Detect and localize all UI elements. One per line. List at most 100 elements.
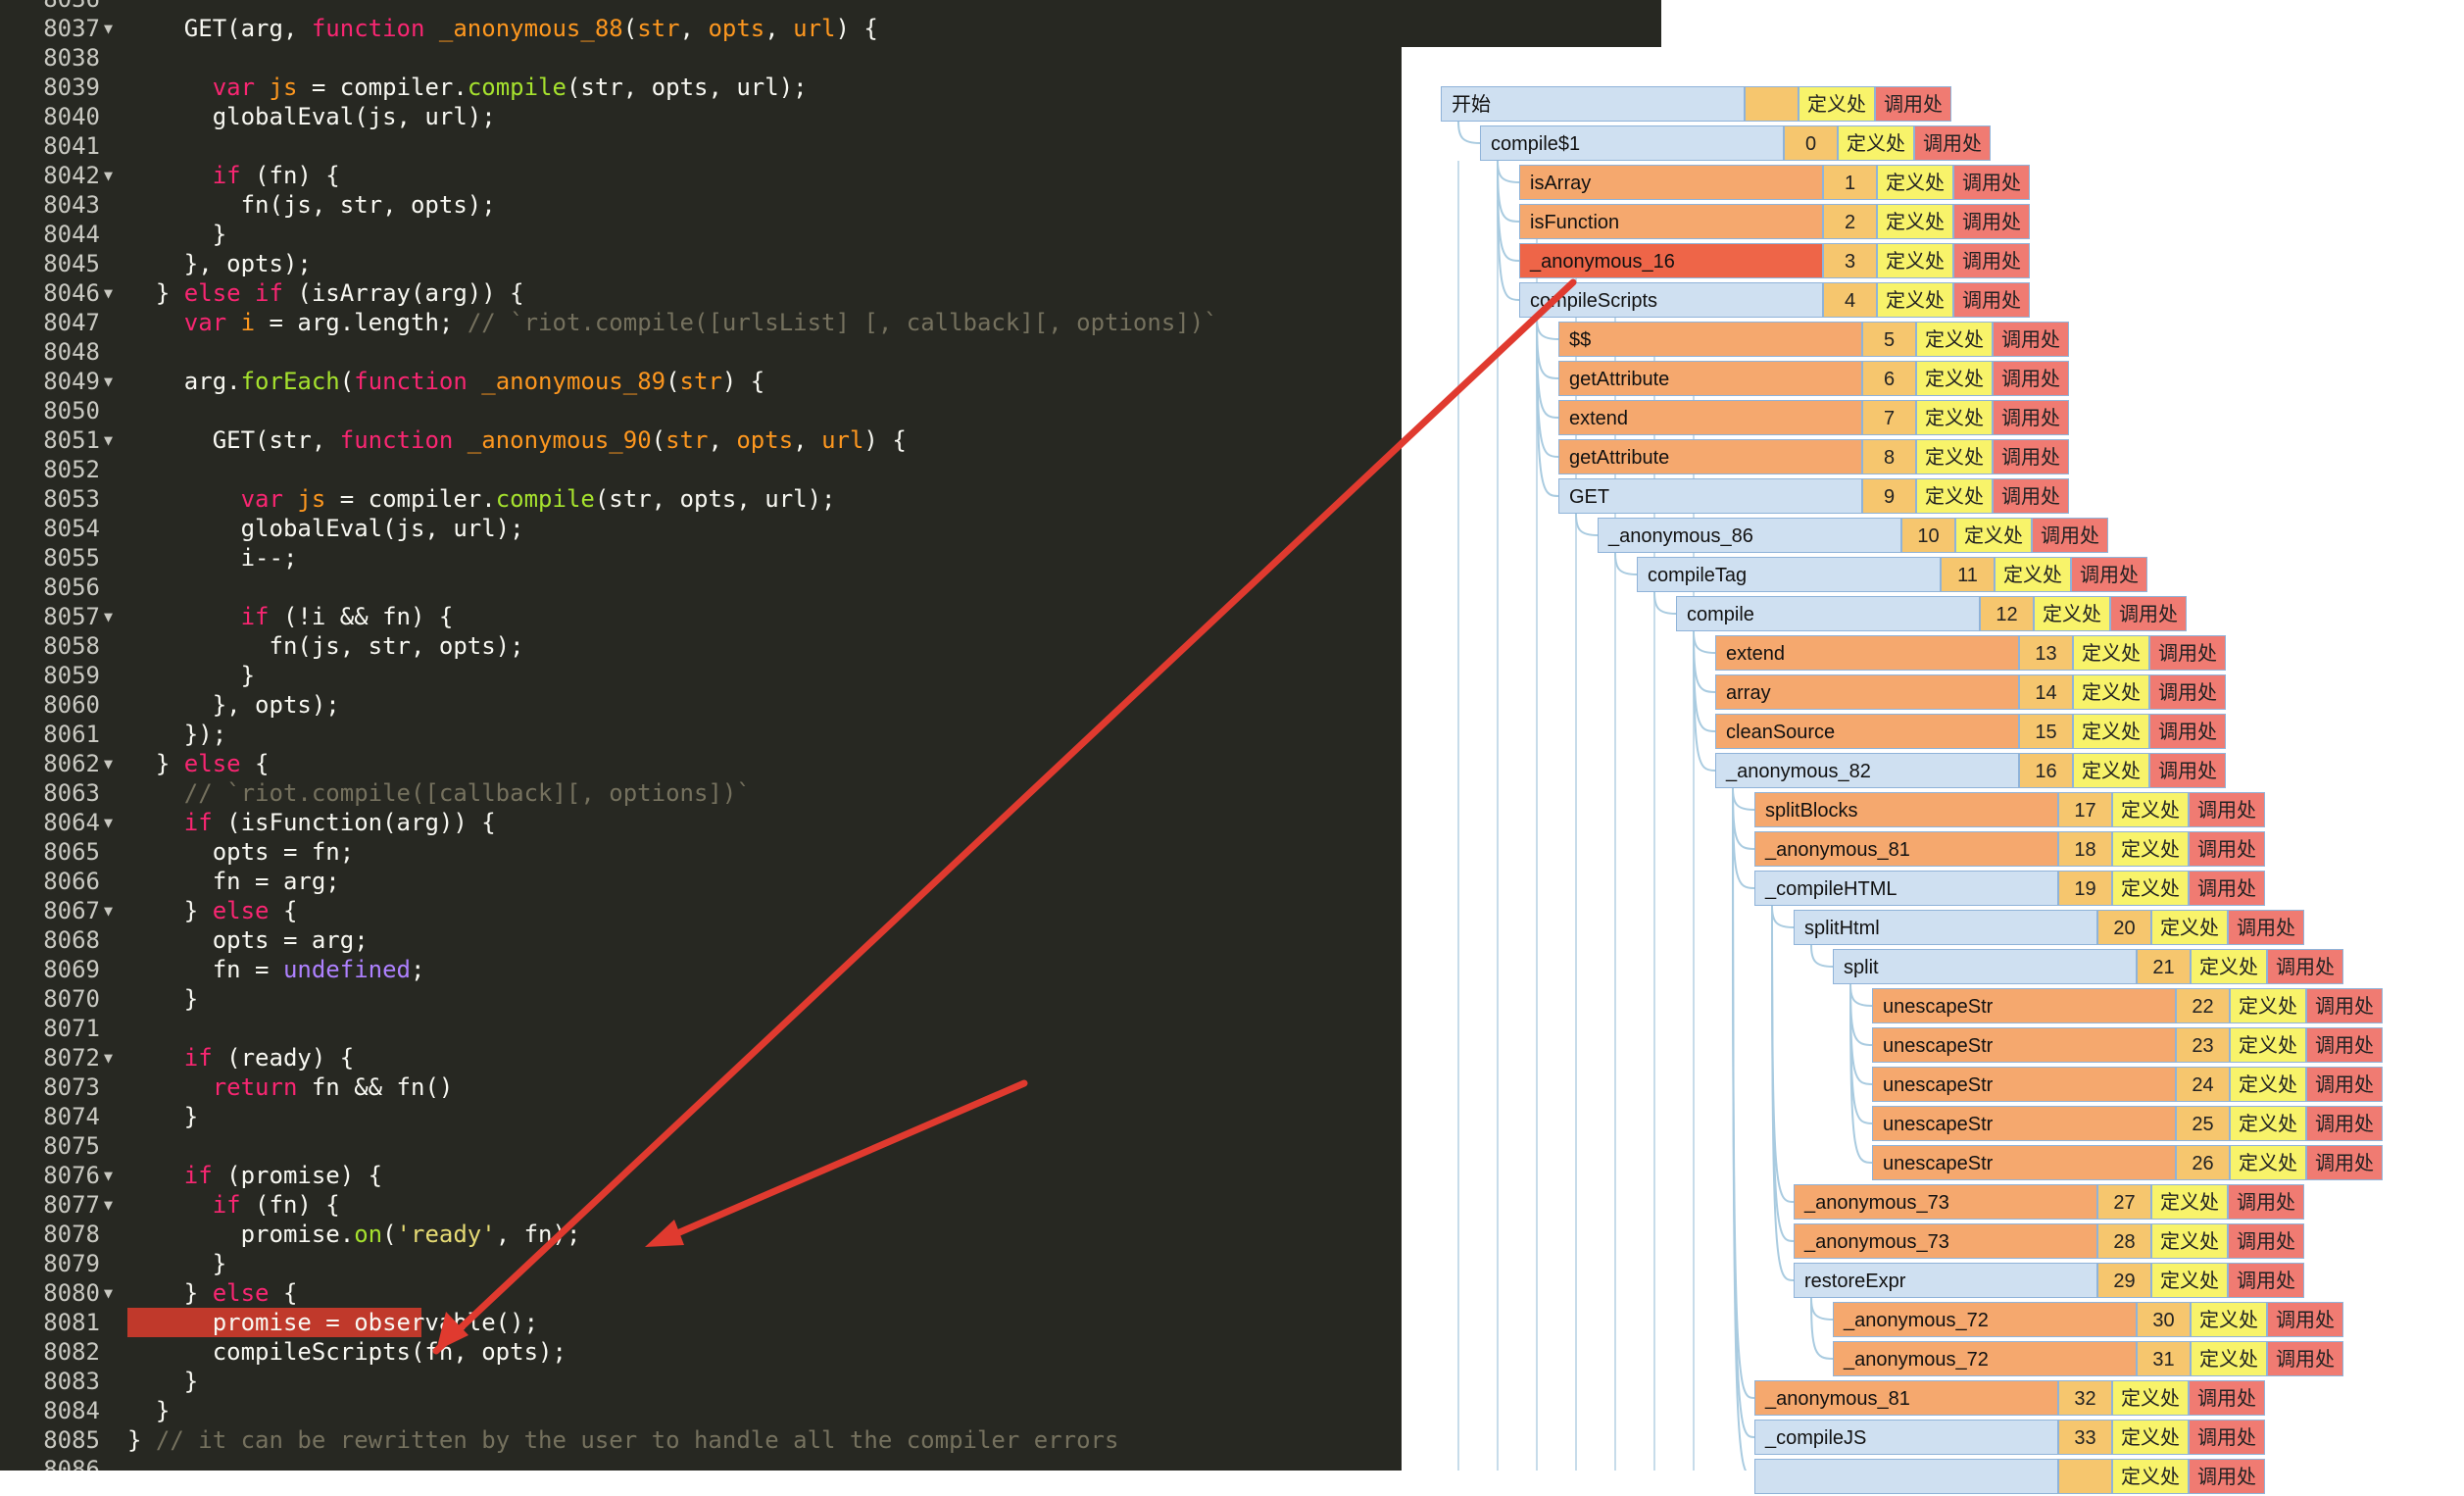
- goto-definition-button[interactable]: 定义处: [2151, 1184, 2228, 1220]
- goto-callsite-button[interactable]: 调用处: [2149, 674, 2226, 710]
- goto-callsite-button[interactable]: 调用处: [1953, 165, 2030, 200]
- goto-callsite-button[interactable]: 调用处: [2149, 714, 2226, 749]
- goto-callsite-button[interactable]: 调用处: [1914, 125, 1991, 161]
- goto-definition-button[interactable]: 定义处: [2112, 1380, 2189, 1416]
- goto-definition-button[interactable]: 定义处: [1838, 125, 1914, 161]
- goto-definition-button[interactable]: 定义处: [2191, 949, 2267, 984]
- goto-callsite-button[interactable]: 调用处: [2189, 871, 2265, 906]
- call-tree-node-name[interactable]: unescapeStr: [1872, 988, 2176, 1023]
- fold-toggle-icon[interactable]: ▼: [104, 20, 114, 37]
- goto-callsite-button[interactable]: 调用处: [2032, 518, 2108, 553]
- fold-toggle-icon[interactable]: ▼: [104, 608, 114, 625]
- code-editor[interactable]: 80368037▼ GET(arg, function _anonymous_8…: [0, 0, 1402, 1471]
- goto-definition-button[interactable]: 定义处: [2034, 596, 2110, 631]
- goto-definition-button[interactable]: 定义处: [1916, 478, 1993, 514]
- goto-callsite-button[interactable]: 调用处: [2149, 635, 2226, 671]
- goto-callsite-button[interactable]: 调用处: [2228, 910, 2304, 945]
- goto-callsite-button[interactable]: 调用处: [2306, 988, 2383, 1023]
- fold-toggle-icon[interactable]: ▼: [104, 284, 114, 302]
- fold-toggle-icon[interactable]: ▼: [104, 1167, 114, 1184]
- fold-toggle-icon[interactable]: ▼: [104, 814, 114, 831]
- goto-callsite-button[interactable]: 调用处: [2267, 949, 2343, 984]
- goto-definition-button[interactable]: 定义处: [1877, 282, 1953, 318]
- fold-toggle-icon[interactable]: ▼: [104, 755, 114, 773]
- goto-callsite-button[interactable]: 调用处: [2228, 1223, 2304, 1259]
- call-tree-node-name[interactable]: $$: [1558, 322, 1862, 357]
- goto-callsite-button[interactable]: 调用处: [2228, 1263, 2304, 1298]
- goto-callsite-button[interactable]: 调用处: [2306, 1106, 2383, 1141]
- call-tree-node-name[interactable]: _anonymous_81: [1754, 1380, 2058, 1416]
- goto-callsite-button[interactable]: 调用处: [2267, 1302, 2343, 1337]
- goto-definition-button[interactable]: 定义处: [2230, 1027, 2306, 1063]
- call-tree-node-name[interactable]: [1754, 1459, 2058, 1494]
- call-tree-node-name[interactable]: _anonymous_73: [1794, 1223, 2097, 1259]
- goto-definition-button[interactable]: 定义处: [2112, 871, 2189, 906]
- goto-definition-button[interactable]: 定义处: [2191, 1302, 2267, 1337]
- goto-callsite-button[interactable]: 调用处: [2189, 1420, 2265, 1455]
- goto-callsite-button[interactable]: 调用处: [1953, 282, 2030, 318]
- goto-callsite-button[interactable]: 调用处: [1953, 204, 2030, 239]
- goto-definition-button[interactable]: 定义处: [2230, 1067, 2306, 1102]
- goto-definition-button[interactable]: 定义处: [2112, 1459, 2189, 1494]
- call-tree-node-name[interactable]: _compileHTML: [1754, 871, 2058, 906]
- goto-definition-button[interactable]: 定义处: [1877, 243, 1953, 278]
- fold-toggle-icon[interactable]: ▼: [104, 373, 114, 390]
- goto-callsite-button[interactable]: 调用处: [2228, 1184, 2304, 1220]
- goto-definition-button[interactable]: 定义处: [2073, 753, 2149, 788]
- call-tree-node[interactable]: 定义处调用处: [1754, 1459, 2265, 1496]
- call-tree-node-name[interactable]: unescapeStr: [1872, 1106, 2176, 1141]
- goto-definition-button[interactable]: 定义处: [1955, 518, 2032, 553]
- call-tree-node-name[interactable]: _anonymous_86: [1598, 518, 1901, 553]
- call-tree-node-name[interactable]: unescapeStr: [1872, 1067, 2176, 1102]
- call-tree-node-name[interactable]: compileTag: [1637, 557, 1941, 592]
- goto-definition-button[interactable]: 定义处: [2151, 1263, 2228, 1298]
- call-tree-node-name[interactable]: GET: [1558, 478, 1862, 514]
- goto-callsite-button[interactable]: 调用处: [2267, 1341, 2343, 1376]
- goto-definition-button[interactable]: 定义处: [1995, 557, 2071, 592]
- goto-callsite-button[interactable]: 调用处: [2189, 1380, 2265, 1416]
- call-tree-node-name[interactable]: _anonymous_81: [1754, 831, 2058, 867]
- call-tree-node-name[interactable]: unescapeStr: [1872, 1027, 2176, 1063]
- goto-definition-button[interactable]: 定义处: [2112, 792, 2189, 827]
- goto-callsite-button[interactable]: 调用处: [1993, 322, 2069, 357]
- goto-definition-button[interactable]: 定义处: [2112, 1420, 2189, 1455]
- call-tree-node-name[interactable]: _anonymous_16: [1519, 243, 1823, 278]
- call-tree-node-name[interactable]: array: [1715, 674, 2019, 710]
- call-tree-node-name[interactable]: getAttribute: [1558, 439, 1862, 474]
- goto-definition-button[interactable]: 定义处: [1916, 361, 1993, 396]
- goto-definition-button[interactable]: 定义处: [2151, 1223, 2228, 1259]
- fold-toggle-icon[interactable]: ▼: [104, 1049, 114, 1067]
- fold-toggle-icon[interactable]: ▼: [104, 1284, 114, 1302]
- goto-definition-button[interactable]: 定义处: [1916, 322, 1993, 357]
- call-tree-node-name[interactable]: compile: [1676, 596, 1980, 631]
- goto-definition-button[interactable]: 定义处: [1877, 165, 1953, 200]
- goto-callsite-button[interactable]: 调用处: [2110, 596, 2187, 631]
- goto-definition-button[interactable]: 定义处: [1877, 204, 1953, 239]
- call-tree-node[interactable]: 开始定义处调用处: [1441, 86, 1951, 124]
- call-tree-node-name[interactable]: isFunction: [1519, 204, 1823, 239]
- goto-definition-button[interactable]: 定义处: [2230, 1106, 2306, 1141]
- fold-toggle-icon[interactable]: ▼: [104, 1196, 114, 1214]
- call-tree-node-name[interactable]: _anonymous_72: [1833, 1302, 2137, 1337]
